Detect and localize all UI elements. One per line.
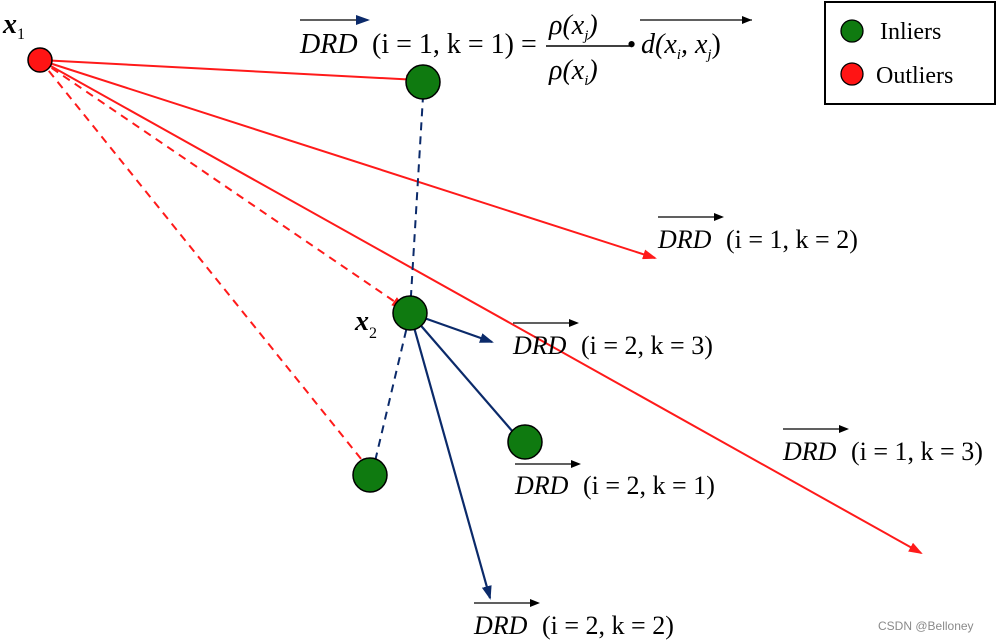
dashed-arrow-x2-to-top-inlier (409, 78, 429, 313)
formula-bullet: • (627, 30, 636, 59)
label-drd-2-1: DRD (i = 2, k = 1) (514, 460, 715, 500)
legend-inliers-label: Inliers (880, 19, 941, 45)
legend-outliers-label: Outliers (876, 63, 953, 89)
svg-text:(i = 1, k = 3): (i = 1, k = 3) (851, 437, 983, 466)
inlier-point-right (507, 424, 543, 460)
svg-text:DRD: DRD (512, 331, 567, 360)
watermark: CSDN @Belloney (878, 619, 974, 633)
legend-outlier-marker (840, 62, 864, 86)
dashed-arrow-x1-to-bottom-inlier (39, 59, 372, 472)
legend-inlier-marker (840, 19, 864, 43)
inlier-point-bottom (352, 457, 388, 493)
formula-lhs: DRD (299, 29, 358, 60)
inlier-point-top (405, 64, 441, 100)
svg-text:(i = 2, k = 3): (i = 2, k = 3) (581, 331, 713, 360)
label-drd-1-2: DRD (i = 1, k = 2) (657, 213, 858, 254)
dashed-arrow-bottom-inlier-to-x2 (371, 312, 413, 475)
arrow-x1-k3 (39, 59, 923, 554)
arrow-x2-k1 (409, 312, 522, 442)
svg-text:(i = 1, k = 2): (i = 1, k = 2) (726, 225, 858, 254)
arrow-x1-to-top-inlier (39, 59, 420, 85)
formula-rhs: d(xi, xj) (641, 29, 721, 63)
inlier-point-x2 (392, 295, 428, 331)
svg-text:DRD: DRD (657, 225, 712, 254)
legend: Inliers Outliers (824, 1, 996, 105)
label-drd-2-2: DRD (i = 2, k = 2) (473, 599, 674, 640)
svg-text:DRD: DRD (473, 611, 528, 640)
formula-numerator: ρ(xj) (548, 10, 598, 44)
outlier-point-x1 (27, 47, 53, 73)
label-drd-1-3: DRD (i = 1, k = 3) (782, 425, 983, 466)
dashed-arrow-x1-to-x2 (39, 59, 406, 310)
arrow-x1-k2 (39, 59, 657, 260)
point-label-x2: x2 (354, 306, 377, 342)
svg-text:DRD: DRD (782, 437, 837, 466)
arrow-x2-k2 (408, 312, 492, 600)
label-drd-2-3: DRD (i = 2, k = 3) (512, 319, 713, 360)
drd-formula: DRD (i = 1, k = 1) = ρ(xj) ρ(xi) • d(xi,… (299, 10, 752, 89)
svg-text:DRD: DRD (514, 471, 569, 500)
svg-text:(i = 2, k = 2): (i = 2, k = 2) (542, 611, 674, 640)
formula-lhs-args: (i = 1, k = 1) = (372, 29, 537, 60)
svg-text:(i = 2, k = 1): (i = 2, k = 1) (583, 471, 715, 500)
formula-denominator: ρ(xi) (548, 55, 598, 89)
point-label-x1: x1 (2, 9, 25, 43)
